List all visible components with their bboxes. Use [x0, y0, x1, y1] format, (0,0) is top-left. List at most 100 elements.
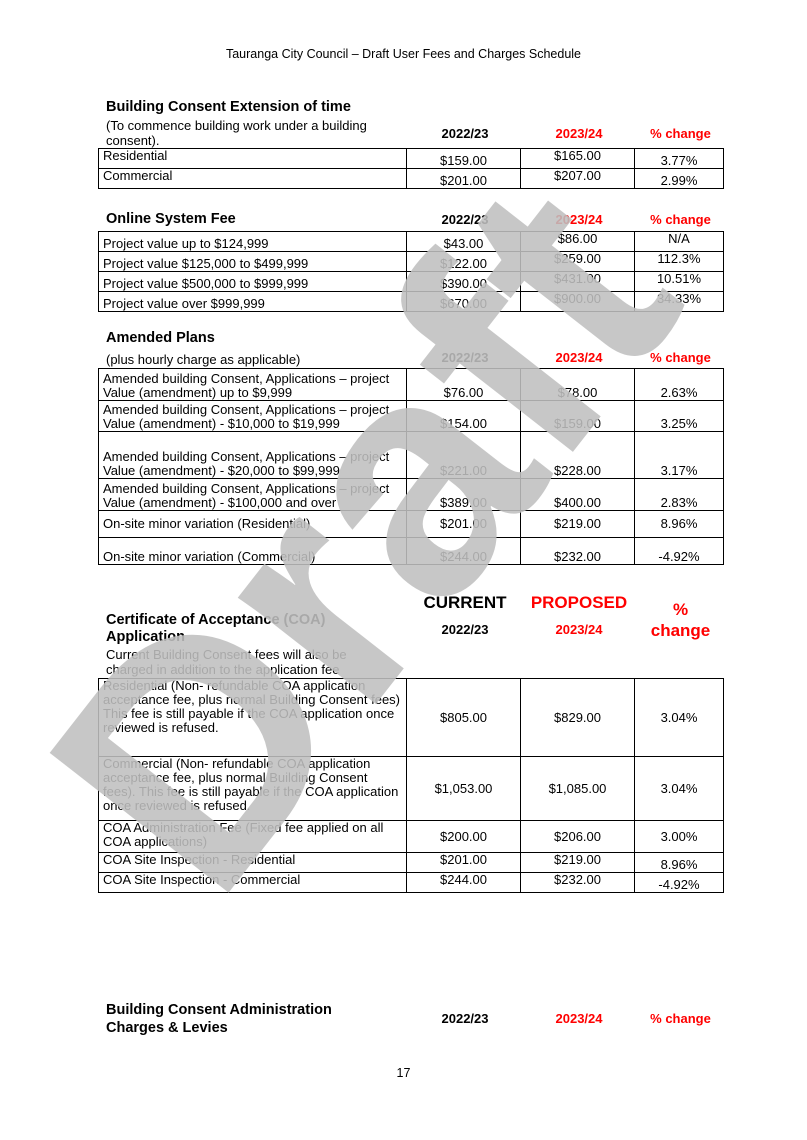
row-label: Amended building Consent, Applications –…: [98, 368, 407, 401]
row-change: 3.04%: [634, 756, 724, 821]
extension-table: Residential $159.00 $165.00 3.77% Commer…: [98, 148, 724, 189]
table-row: Project value $500,000 to $999,999 $390.…: [98, 271, 724, 292]
section-subtitle-extension: (To commence building work under a build…: [106, 118, 367, 148]
change-word: change: [650, 621, 711, 640]
row-label: On-site minor variation (Residential): [98, 510, 407, 538]
row-change: 3.00%: [634, 820, 724, 853]
row-prev: $201.00: [406, 510, 521, 538]
col-head-curr: 2023/24: [555, 622, 603, 637]
row-change: 10.51%: [634, 271, 724, 292]
row-prev: $122.00: [406, 251, 521, 272]
row-prev: $201.00: [406, 168, 521, 189]
row-label: Project value up to $124,999: [98, 231, 407, 252]
row-change: 3.25%: [634, 400, 724, 432]
row-prev: $43.00: [406, 231, 521, 252]
col-head-curr: 2023/24: [555, 1011, 603, 1026]
row-change: N/A: [634, 231, 724, 252]
table-row: Amended building Consent, Applications –…: [98, 431, 724, 479]
pct-symbol: %: [672, 600, 689, 619]
row-label: Project value over $999,999: [98, 291, 407, 312]
section-title-admin: Building Consent Administration Charges …: [106, 1002, 332, 1036]
table-row: Commercial $201.00 $207.00 2.99%: [98, 168, 724, 189]
table-row: Commercial (Non- refundable COA applicat…: [98, 756, 724, 821]
row-curr: $219.00: [520, 510, 635, 538]
row-label: Amended building Consent, Applications –…: [98, 478, 407, 511]
row-curr: $78.00: [520, 368, 635, 401]
row-prev: $244.00: [406, 872, 521, 893]
col-head-prev: 2022/23: [441, 126, 489, 141]
col-head-change: % change: [650, 350, 711, 365]
page-header: Tauranga City Council – Draft User Fees …: [225, 47, 582, 61]
table-row: Amended building Consent, Applications –…: [98, 478, 724, 511]
row-change: 8.96%: [634, 852, 724, 873]
row-change: 112.3%: [634, 251, 724, 272]
row-label: Amended building Consent, Applications –…: [98, 431, 407, 479]
row-curr: $159.00: [520, 400, 635, 432]
row-prev: $201.00: [406, 852, 521, 873]
row-label: Commercial (Non- refundable COA applicat…: [98, 756, 407, 821]
col-head-curr: 2023/24: [555, 126, 603, 141]
row-label: COA Administration Fee (Fixed fee applie…: [98, 820, 407, 853]
row-change: 34.33%: [634, 291, 724, 312]
table-row: COA Site Inspection - Residential $201.0…: [98, 852, 724, 873]
row-change: 3.04%: [634, 678, 724, 757]
row-curr: $829.00: [520, 678, 635, 757]
row-label: Commercial: [98, 168, 407, 189]
row-label: Amended building Consent, Applications –…: [98, 400, 407, 432]
page-number: 17: [396, 1066, 411, 1080]
row-change: -4.92%: [634, 537, 724, 565]
section-title-amended: Amended Plans: [106, 330, 215, 346]
row-prev: $1,053.00: [406, 756, 521, 821]
amended-table: Amended building Consent, Applications –…: [98, 368, 724, 565]
table-row: COA Administration Fee (Fixed fee applie…: [98, 820, 724, 853]
section-title-extension: Building Consent Extension of time: [106, 99, 351, 115]
table-row: On-site minor variation (Residential) $2…: [98, 510, 724, 538]
table-row: On-site minor variation (Commercial) $24…: [98, 537, 724, 565]
row-prev: $244.00: [406, 537, 521, 565]
row-curr: $259.00: [520, 251, 635, 272]
row-prev: $200.00: [406, 820, 521, 853]
table-row: Amended building Consent, Applications –…: [98, 368, 724, 401]
row-curr: $900.00: [520, 291, 635, 312]
row-change: 3.77%: [634, 148, 724, 169]
online-table: Project value up to $124,999 $43.00 $86.…: [98, 231, 724, 312]
row-curr: $165.00: [520, 148, 635, 169]
row-prev: $159.00: [406, 148, 521, 169]
row-prev: $390.00: [406, 271, 521, 292]
coa-table: Residential (Non- refundable COA applica…: [98, 678, 724, 893]
row-label: Residential: [98, 148, 407, 169]
table-row: Amended building Consent, Applications –…: [98, 400, 724, 432]
row-curr: $219.00: [520, 852, 635, 873]
col-head-change: % change: [650, 212, 711, 227]
current-label: CURRENT: [423, 593, 507, 612]
row-curr: $206.00: [520, 820, 635, 853]
row-curr: $232.00: [520, 537, 635, 565]
row-prev: $805.00: [406, 678, 521, 757]
table-row: Residential (Non- refundable COA applica…: [98, 678, 724, 757]
row-curr: $400.00: [520, 478, 635, 511]
row-prev: $389.00: [406, 478, 521, 511]
row-change: 2.99%: [634, 168, 724, 189]
table-row: Project value $125,000 to $499,999 $122.…: [98, 251, 724, 272]
table-row: Project value over $999,999 $670.00 $900…: [98, 291, 724, 312]
col-head-prev: 2022/23: [441, 622, 489, 637]
col-head-change: % change: [650, 126, 711, 141]
section-title-online: Online System Fee: [106, 211, 236, 227]
row-prev: $76.00: [406, 368, 521, 401]
row-change: 8.96%: [634, 510, 724, 538]
col-head-curr: 2023/24: [555, 350, 603, 365]
table-row: Project value up to $124,999 $43.00 $86.…: [98, 231, 724, 252]
section-title-coa: Certificate of Acceptance (COA) Applicat…: [106, 612, 326, 645]
col-head-change: % change: [650, 1011, 711, 1026]
row-curr: $207.00: [520, 168, 635, 189]
row-label: Project value $125,000 to $499,999: [98, 251, 407, 272]
row-label: Residential (Non- refundable COA applica…: [98, 678, 407, 757]
row-change: 2.83%: [634, 478, 724, 511]
row-curr: $86.00: [520, 231, 635, 252]
table-row: Residential $159.00 $165.00 3.77%: [98, 148, 724, 169]
col-head-curr: 2023/24: [555, 212, 603, 227]
section-subtitle-amended: (plus hourly charge as applicable): [106, 352, 301, 367]
row-change: 2.63%: [634, 368, 724, 401]
col-head-prev: 2022/23: [441, 212, 489, 227]
row-label: COA Site Inspection - Residential: [98, 852, 407, 873]
